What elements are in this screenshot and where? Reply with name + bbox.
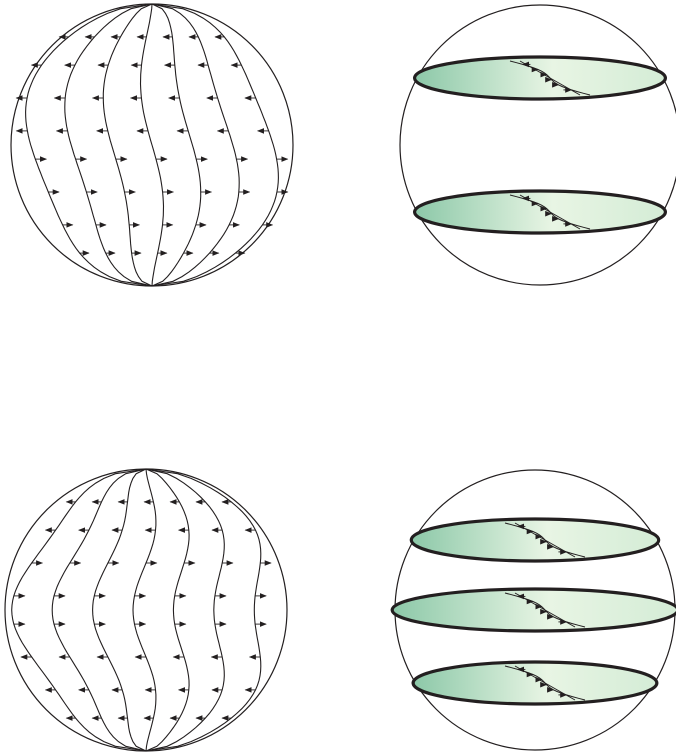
shear-ring	[413, 662, 657, 704]
meridional-sphere-order-1	[11, 4, 293, 286]
meridian-flow-line	[133, 469, 156, 751]
ring-disc	[413, 662, 657, 704]
meridian-flow-line	[146, 469, 224, 751]
ring-disc	[415, 191, 666, 233]
shear-ring	[415, 57, 666, 99]
shear-ring	[415, 191, 666, 233]
meridian-flow-line	[52, 469, 146, 751]
meridian-flow-line	[152, 4, 278, 286]
meridian-flow-line	[146, 469, 189, 751]
shear-ring	[411, 519, 658, 561]
meridian-flow-line	[26, 4, 152, 286]
shear-ring	[392, 589, 676, 631]
meridian-flow-line	[141, 4, 164, 286]
meridian-flow-line	[152, 4, 239, 286]
ring-sphere-order-2	[392, 470, 676, 750]
meridian-flow-line	[93, 469, 146, 751]
meridional-sphere-order-2	[5, 469, 287, 751]
ring-disc	[411, 519, 658, 561]
ring-sphere-order-1	[400, 5, 676, 285]
ring-disc	[392, 589, 676, 631]
meridian-flow-line	[146, 469, 261, 751]
meridian-flow-line	[65, 4, 152, 286]
sphere-body	[5, 469, 287, 751]
ring-disc	[415, 57, 666, 99]
sphere-body	[400, 5, 676, 285]
